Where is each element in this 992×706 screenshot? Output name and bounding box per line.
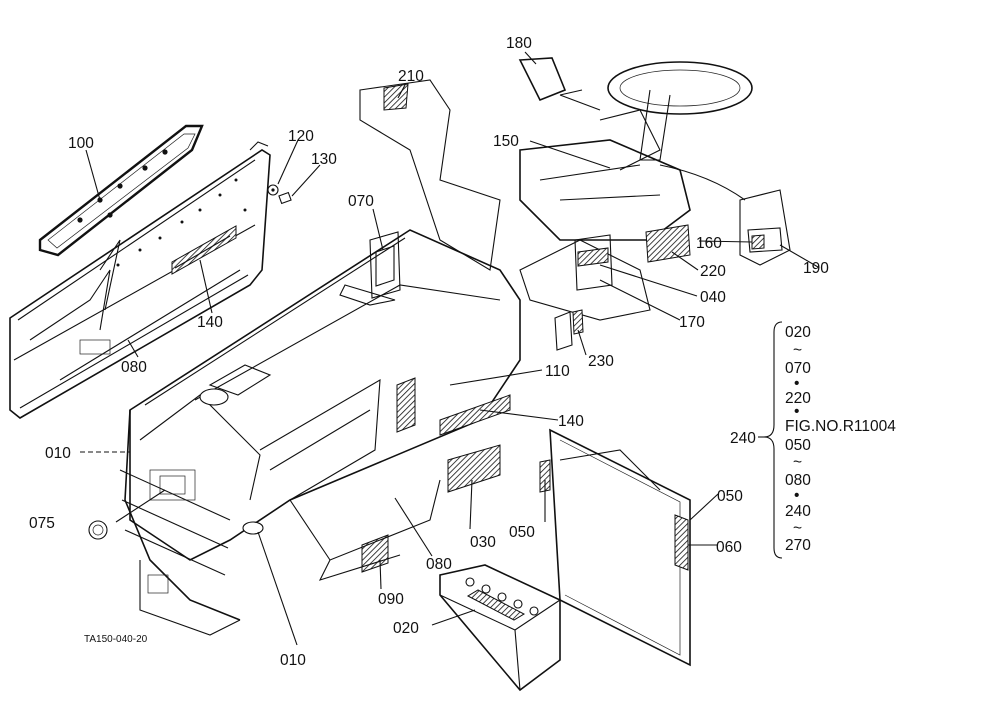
legend-entry-8: 270 (785, 537, 811, 554)
callout-090: 090 (378, 591, 404, 608)
callout-010-upper: 010 (45, 445, 71, 462)
callout-170: 170 (679, 314, 705, 331)
callout-060: 060 (716, 539, 742, 556)
legend-entry-4: FIG.NO.R11004 (785, 418, 896, 435)
hood-drawing (119, 229, 521, 636)
legend-entry-2: 070 (785, 360, 811, 377)
callout-050-lower: 050 (509, 524, 535, 541)
drawing-code: TA150-040-20 (84, 634, 148, 645)
callout-130: 130 (311, 151, 337, 168)
callout-070: 070 (348, 193, 374, 210)
washer-drawings (267, 184, 292, 205)
legend-entry-6: 080 (785, 472, 811, 489)
legend-entry-5: 050 (785, 437, 811, 454)
callout-080-lower: 080 (426, 556, 452, 573)
callout-210: 210 (398, 68, 424, 85)
legend-dot-1: • (794, 375, 799, 392)
callout-100: 100 (68, 135, 94, 152)
battery-drawing (439, 564, 561, 692)
callout-140-upper: 140 (197, 314, 223, 331)
callout-140-lower: 140 (558, 413, 584, 430)
legend-entry-3: 220 (785, 390, 811, 407)
callout-labels: 100 120 130 210 180 150 070 160 190 220 … (29, 35, 829, 669)
callout-180: 180 (506, 35, 532, 52)
legend-dot-2: • (794, 403, 799, 420)
legend-entry-7: 240 (785, 503, 811, 520)
callout-110: 110 (545, 363, 570, 380)
callout-220: 220 (700, 263, 726, 280)
callout-160: 160 (696, 235, 722, 252)
callout-075: 075 (29, 515, 55, 532)
callout-050-radiator: 050 (717, 488, 743, 505)
bulb-075-drawing (88, 520, 108, 540)
callout-010-lower: 010 (280, 652, 306, 669)
radiator-drawing (539, 428, 691, 667)
legend-tilde-2: ~ (793, 454, 802, 471)
callout-040: 040 (700, 289, 726, 306)
callout-120: 120 (288, 128, 314, 145)
legend-key-240: 240 (730, 430, 756, 447)
legend-entry-1: 020 (785, 324, 811, 341)
leader-lines (80, 51, 819, 646)
callout-020: 020 (393, 620, 419, 637)
legend-dot-3: • (794, 487, 799, 504)
callout-030: 030 (470, 534, 496, 551)
panel-100-drawing (38, 124, 204, 257)
callout-230: 230 (588, 353, 614, 370)
callout-190: 190 (803, 260, 829, 277)
dashboard-drawing (359, 57, 791, 351)
range-legend: 240 020 ~ 070 • 220 • FIG.NO.R11004 050 … (730, 321, 896, 559)
side-panel-drawing (9, 141, 271, 419)
legend-tilde-1: ~ (793, 342, 802, 359)
legend-tilde-3: ~ (793, 520, 802, 537)
callout-150: 150 (493, 133, 519, 150)
callout-080-upper: 080 (121, 359, 147, 376)
